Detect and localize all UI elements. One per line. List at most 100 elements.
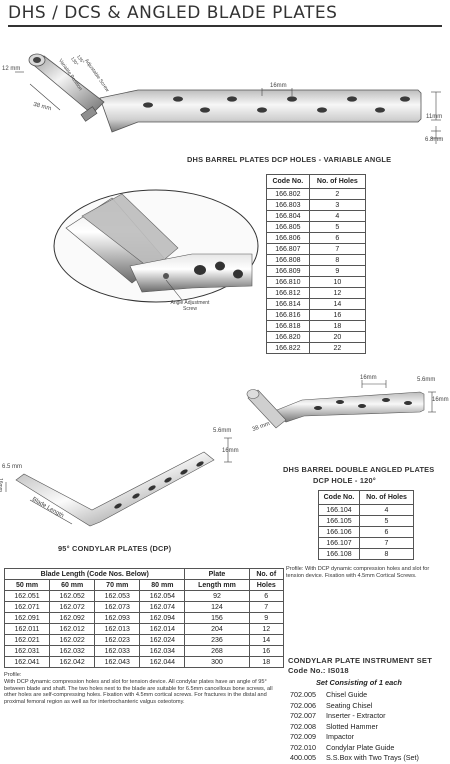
fig4-dim-depth: 16mm [222,448,239,454]
table-cell: 166.810 [266,276,310,288]
set-item-code: 702.006 [290,700,316,710]
table-cell: 7 [248,601,284,613]
col-code: Code No. [318,490,360,505]
table-cell: 162.024 [139,634,186,646]
fig3-dim-thickness: 5.6mm [417,377,436,383]
table-cell: 162.052 [49,590,96,602]
table-cell: 166.818 [266,320,310,332]
fig3-dim-hole-spacing: 16mm [360,375,377,381]
table-cell: 4 [358,504,415,516]
table-cell: 6 [308,232,367,244]
fig4-caption: 95° CONDYLAR PLATES (DCP) [58,544,172,553]
set-item-name: S.S.Box with Two Trays (Set) [326,753,419,762]
page-title: DHS / DCS & ANGLED BLADE PLATES [8,3,338,23]
set-item-name: Condylar Plate Guide [326,742,395,752]
table-cell: 162.054 [139,590,186,602]
holes-header-2: Holes [248,579,284,591]
dhs-barrel-plate-figure [15,53,441,144]
fig3-caption-2: DCP HOLE - 120° [313,476,376,485]
set-item-name: Impactor [326,732,354,741]
angle-adjustment-screw-label: Angle Adjustment Screw [170,300,210,312]
set-item-name: Seating Chisel [326,700,373,710]
condylar-plate-figure [5,437,232,527]
sub-header: 70 mm [94,579,141,591]
table-cell: 3 [308,199,367,211]
table-cell: 166.805 [266,221,310,233]
set-item: 702.006 Seating Chisel [290,701,419,712]
table-cell: 156 [184,612,250,624]
table-cell: 124 [184,601,250,613]
table-cell: 5 [308,221,367,233]
table-cell: 9 [248,612,284,624]
table-cell: 92 [184,590,250,602]
table-condylar-codes: Blade Length (Code Nos. Below) Plate No.… [3,568,284,668]
table-cell: 18 [248,656,284,668]
fig4-dim-width: 16mm [0,478,3,492]
table-cell: 268 [184,645,250,657]
fig1-caption: DHS BARREL PLATES DCP HOLES - VARIABLE A… [187,155,392,164]
table-cell: 14 [248,634,284,646]
table-cell: 9 [308,265,367,277]
sub-header: 80 mm [139,579,186,591]
table-cell: 166.816 [266,309,310,321]
set-item-code: 702.009 [290,732,316,741]
plate-header: Plate [184,568,250,580]
profile-condylar-text: With DCP dynamic compression holes and s… [4,679,273,705]
profile-double-angled: Profile: With DCP dynamic compression ho… [286,566,430,579]
table-cell: 6 [358,526,415,538]
table-cell: 162.044 [139,656,186,668]
table-cell: 162.092 [49,612,96,624]
table-cell: 166.812 [266,287,310,299]
table-cell: 162.021 [3,634,51,646]
table-cell: 7 [358,537,415,549]
table-cell: 8 [308,254,367,266]
title-underline [8,25,442,27]
table-cell: 162.071 [3,601,51,613]
set-consisting: Set Consisting of 1 each [316,678,402,687]
table-cell: 166.814 [266,298,310,310]
table-cell: 162.093 [94,612,141,624]
table-cell: 162.073 [94,601,141,613]
fig3-dim-width: 16mm [432,397,449,403]
table-cell: 162.043 [94,656,141,668]
dim-thickness: 6.8mm [425,137,444,143]
table-cell: 12 [308,287,367,299]
table-cell: 18 [308,320,367,332]
table-cell: 166.105 [318,515,360,527]
table-cell: 6 [248,590,284,602]
table-cell: 162.013 [94,623,141,635]
table-cell: 4 [308,210,367,222]
table-cell: 16 [248,645,284,657]
set-item-code: 702.007 [290,711,316,720]
table-cell: 166.806 [266,232,310,244]
table-cell: 162.072 [49,601,96,613]
table-cell: 10 [308,276,367,288]
table-cell: 166.822 [266,342,310,354]
closeup-figure [53,189,259,303]
table-cell: 12 [248,623,284,635]
table-cell: 166.803 [266,199,310,211]
table-cell: 162.033 [94,645,141,657]
table-cell: 162.042 [49,656,96,668]
dim-width: 11mm [426,114,443,120]
table-cell: 166.809 [266,265,310,277]
set-title: CONDYLAR PLATE INSTRUMENT SET [288,656,433,665]
table-cell: 162.032 [49,645,96,657]
